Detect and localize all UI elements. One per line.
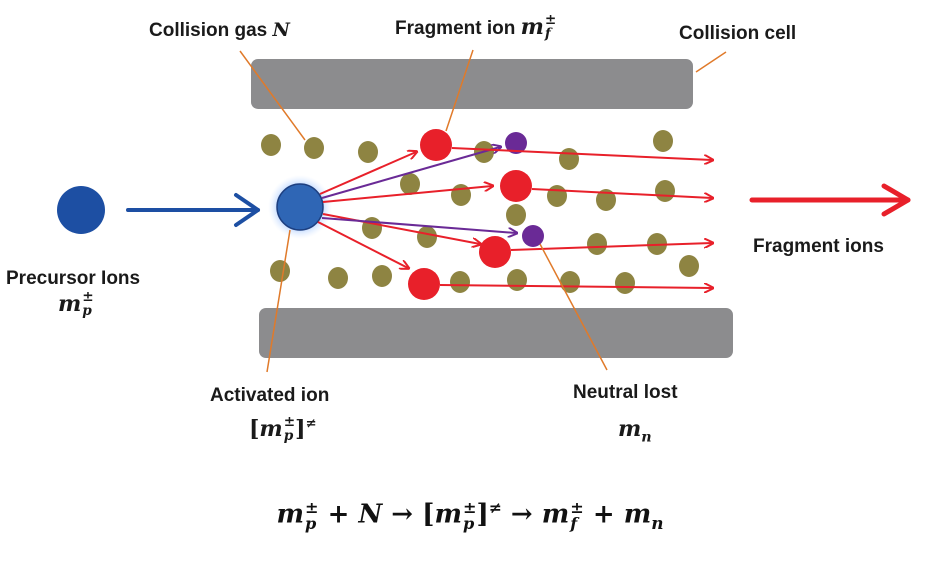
- gas-particle: [270, 260, 290, 282]
- pointer-activated-ion: [266, 229, 291, 373]
- gas-particle: [653, 130, 673, 152]
- gas-particle: [450, 271, 470, 293]
- fragment-ions-output-arrow: [749, 183, 911, 217]
- gas-particle: [261, 134, 281, 156]
- label-activated-symbol: [m±p]≠: [249, 414, 317, 444]
- pointer-collision-cell: [695, 51, 727, 73]
- label-precursor-ions: Precursor Ions: [6, 268, 141, 289]
- gas-particle: [547, 185, 567, 207]
- pointer-lines: [239, 49, 727, 373]
- neutral-trajectories: [321, 147, 516, 233]
- gas-particle: [417, 226, 437, 248]
- fragment-ions: [408, 129, 532, 300]
- fragment-ion: [479, 236, 511, 268]
- pointer-neutral-lost: [539, 243, 608, 371]
- pointer-collision-gas: [239, 50, 306, 141]
- label-fragment-ion-text: Fragment ion: [395, 18, 516, 39]
- fragment-ion: [500, 170, 532, 202]
- gas-particle: [362, 217, 382, 239]
- reaction-equation: m±p + N → [m±p]≠ → m±f + mn: [276, 497, 664, 533]
- precursor-arrow: [126, 193, 260, 227]
- label-precursor-symbol: m±p: [58, 289, 94, 319]
- pointer-fragment-ion: [445, 49, 474, 132]
- fragment-exit-trajectories: [439, 147, 712, 288]
- fragment-trajectories: [317, 152, 492, 268]
- gas-particle: [400, 173, 420, 195]
- gas-particle: [506, 204, 526, 226]
- label-collision-gas: Collision gas N: [149, 19, 290, 42]
- precursor-ion: [57, 186, 105, 234]
- label-fragment-ion-symbol: m±f: [520, 12, 557, 42]
- gas-particle: [587, 233, 607, 255]
- label-collision-gas-text: Collision gas: [149, 20, 268, 41]
- gas-particle: [507, 269, 527, 291]
- fragment-ion: [420, 129, 452, 161]
- label-fragment-ion: Fragment ion m±f: [395, 14, 556, 42]
- gas-particle: [655, 180, 675, 202]
- gas-particle: [560, 271, 580, 293]
- neutral-particle: [505, 132, 527, 154]
- label-activated-ion: Activated ion: [210, 385, 330, 406]
- gas-particle: [328, 267, 348, 289]
- neutral-particles: [505, 132, 544, 247]
- gas-particle: [372, 265, 392, 287]
- label-collision-gas-symbol: N: [272, 19, 290, 41]
- cell-plate-bottom: [259, 308, 733, 358]
- neutral-particle: [522, 225, 544, 247]
- fragment-ion: [408, 268, 440, 300]
- activated-ion: [276, 183, 324, 231]
- gas-particle: [358, 141, 378, 163]
- gas-particle: [596, 189, 616, 211]
- label-neutral-lost: Neutral lost: [573, 382, 678, 403]
- gas-particle: [679, 255, 699, 277]
- gas-particle: [559, 148, 579, 170]
- cell-plate-top: [251, 59, 693, 109]
- gas-particle: [304, 137, 324, 159]
- label-neutral-symbol: mn: [618, 416, 652, 446]
- label-fragment-ions: Fragment ions: [753, 236, 884, 257]
- label-collision-cell: Collision cell: [679, 23, 797, 44]
- gas-particle: [615, 272, 635, 294]
